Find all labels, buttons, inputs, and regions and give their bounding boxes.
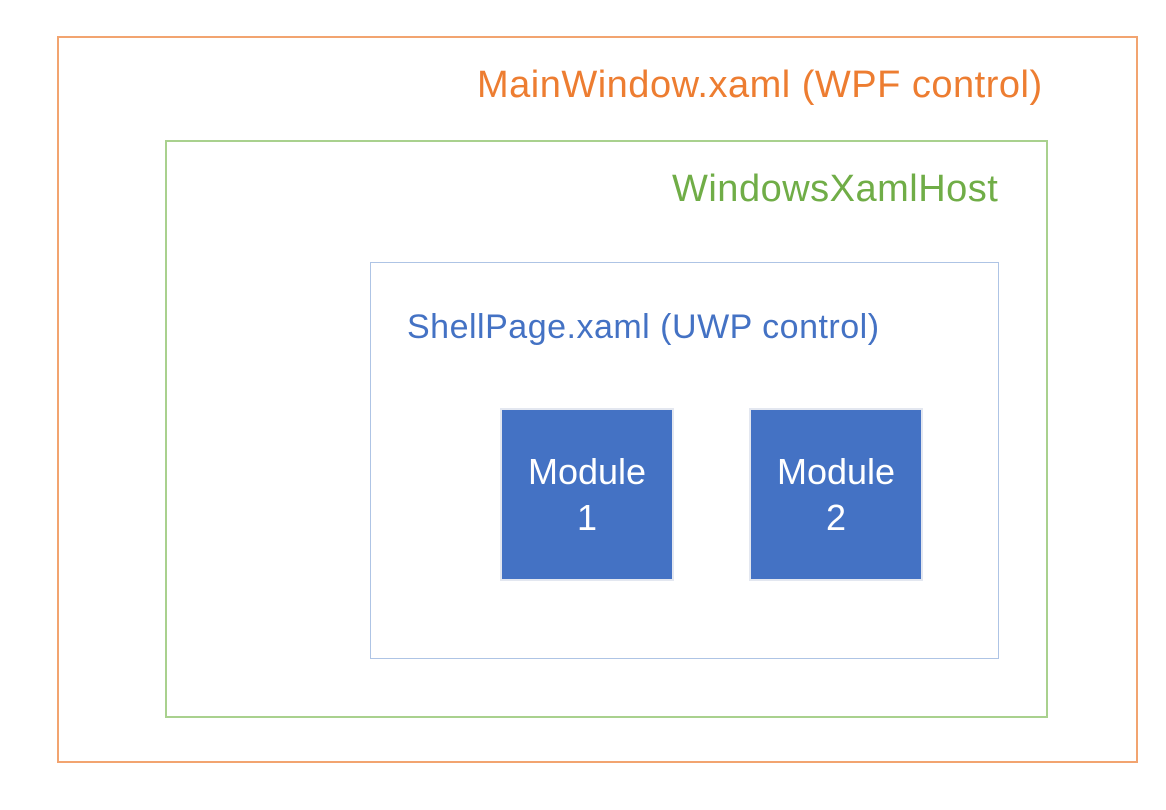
- shellpage-label: ShellPage.xaml (UWP control): [407, 308, 880, 346]
- mainwindow-box: [57, 36, 1138, 763]
- module-2-label-line2: 2: [825, 496, 847, 538]
- shellpage-box: [370, 262, 999, 659]
- module-2-box: Module 2: [749, 408, 923, 581]
- windowsxamlhost-box: [165, 140, 1048, 718]
- windowsxamlhost-label: WindowsXamlHost: [672, 168, 999, 210]
- module-1-label-line1: Module: [527, 451, 647, 493]
- mainwindow-label: MainWindow.xaml (WPF control): [477, 64, 1043, 106]
- module-2-label-line1: Module: [776, 451, 896, 493]
- module-1-box: Module 1: [500, 408, 674, 581]
- module-1-label-line2: 1: [576, 496, 598, 538]
